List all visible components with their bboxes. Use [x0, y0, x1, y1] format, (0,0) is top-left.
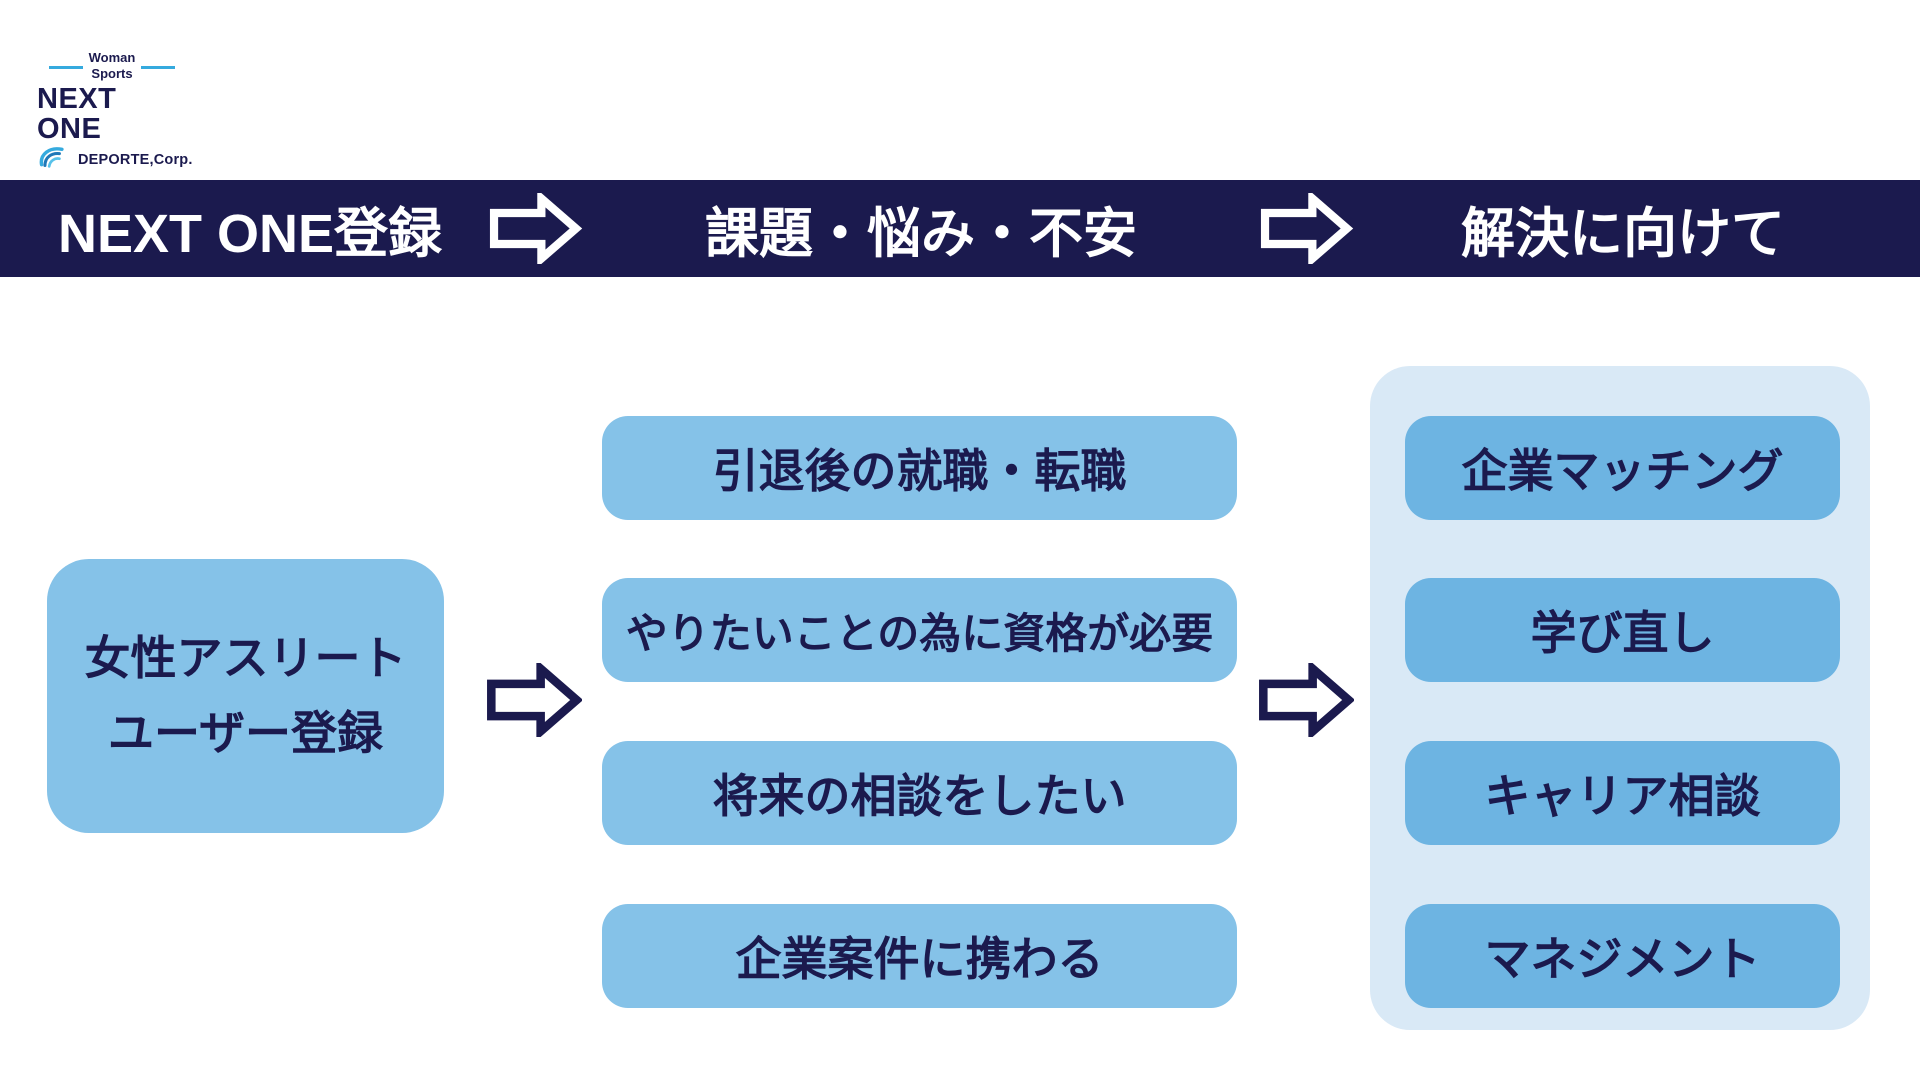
flow-arrow-icon-1 [486, 663, 582, 737]
user-registration-line2: ユーザー登録 [107, 707, 384, 759]
header-arrow-icon-1 [487, 193, 583, 264]
solution-box-management: マネジメント [1405, 904, 1840, 1008]
header-step-registration: NEXT ONE登録 [57, 204, 443, 264]
tagline-rule-left [48, 65, 83, 69]
issue-box-future-consult: 将来の相談をしたい [602, 741, 1237, 845]
user-registration-line1: 女性アスリート [84, 632, 407, 685]
tagline-rule-right [141, 65, 176, 69]
process-header-bar: NEXT ONE登録 課題・悩み・不安 解決に向けて [0, 180, 1920, 277]
issue-box-career-change: 引退後の就職・転職 [602, 416, 1237, 520]
logo: Woman Sports NEXT ONE DEPORTE,Corp. [37, 50, 192, 174]
logo-company-text: DEPORTE,Corp. [78, 151, 193, 168]
wave-icon [39, 145, 73, 174]
solution-box-career-consult: キャリア相談 [1405, 741, 1840, 845]
flow-arrow-icon-2 [1258, 663, 1354, 737]
user-registration-box: 女性アスリート ユーザー登録 [47, 559, 444, 833]
solution-box-relearning: 学び直し [1405, 578, 1840, 682]
logo-brand-text: NEXT ONE [37, 82, 117, 145]
header-step-solutions: 解決に向けて [1461, 204, 1785, 264]
header-arrow-icon-2 [1258, 193, 1354, 264]
solution-box-company-matching: 企業マッチング [1405, 416, 1840, 520]
issue-box-corporate-projects: 企業案件に携わる [602, 904, 1237, 1008]
logo-tagline-line1: Woman [88, 50, 136, 65]
logo-tagline-line2: Sports [91, 66, 133, 82]
issue-box-qualification: やりたいことの為に資格が必要 [602, 578, 1237, 682]
logo-tagline: Woman Sports [37, 50, 187, 83]
header-step-issues: 課題・悩み・不安 [705, 204, 1137, 264]
